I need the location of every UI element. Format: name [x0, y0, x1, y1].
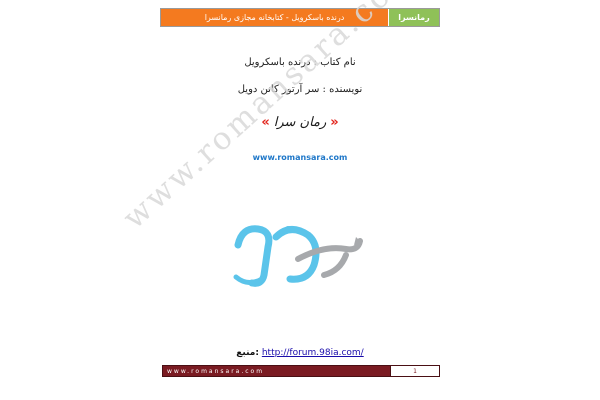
romansara-logo-icon	[233, 225, 363, 287]
header-brand: رمانسرا	[388, 9, 439, 26]
logo-quote-close: »	[330, 114, 339, 130]
page-number: 1	[390, 366, 439, 376]
footer-bar: www.romansara.com 1	[162, 365, 440, 377]
logo-blue-loop	[272, 226, 320, 283]
logo-blue-stroke	[234, 225, 273, 287]
watermark: www.romansara.com	[115, 0, 424, 237]
source-link[interactable]: http://forum.98ia.com/	[261, 348, 364, 358]
romansara-calligraphy-logo: « رمان سرا »	[250, 110, 350, 134]
logo-text: رمان سرا	[273, 114, 327, 130]
header-title: درنده باسکرویل - کتابخانه مجازی رمانسرا	[161, 9, 388, 26]
book-author: نویسنده : سر آرتور کانن دویل	[237, 84, 363, 95]
source-line: منبع: http://forum.98ia.com/	[160, 348, 440, 358]
logo-gray-swoosh	[295, 238, 363, 262]
logo-gray-arrow	[354, 237, 362, 245]
footer-url: www.romansara.com	[163, 366, 390, 376]
logo-blue-base	[233, 274, 265, 285]
header-bar: درنده باسکرویل - کتابخانه مجازی رمانسرا …	[160, 8, 440, 27]
site-url[interactable]: www.romansara.com	[252, 153, 348, 162]
source-label: منبع:	[236, 348, 259, 358]
logo-blue-dot	[285, 226, 291, 232]
book-title: نام کتاب : درنده باسکرویل	[244, 57, 356, 68]
logo-quote-open: «	[261, 114, 270, 130]
logo-gray-tail	[321, 252, 349, 278]
